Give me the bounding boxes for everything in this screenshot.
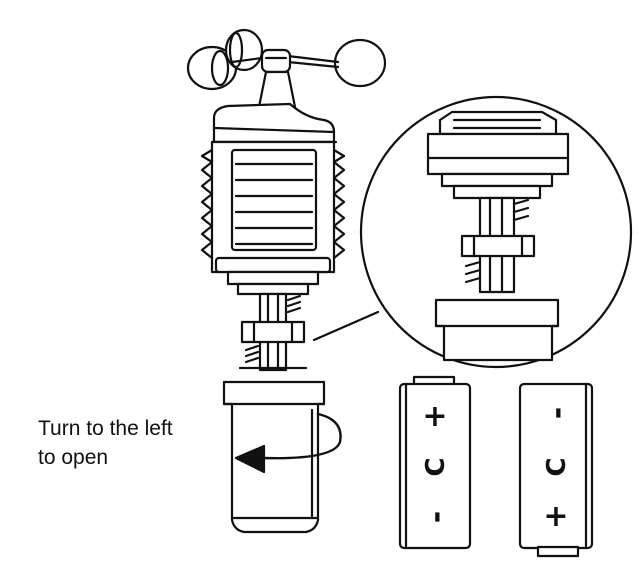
battery-left	[398, 375, 472, 550]
anemometer-cups	[186, 28, 387, 91]
rotate-left-arrow	[234, 412, 342, 474]
battery-right-middle-mark: C	[542, 457, 572, 476]
zoom-leader-line	[312, 310, 380, 342]
instruction-caption: Turn to the left to open	[38, 414, 238, 472]
battery-left-top-mark: +	[422, 399, 447, 434]
battery-right	[518, 382, 594, 558]
battery-right-bottom-mark: +	[543, 499, 568, 534]
radiation-shield	[200, 140, 346, 296]
sensor-top-cap	[210, 102, 338, 144]
battery-right-top-mark: -	[540, 407, 575, 419]
caption-line-1: Turn to the left	[38, 417, 173, 440]
battery-left-bottom-mark: -	[419, 511, 454, 523]
sensor-stem	[238, 292, 308, 372]
caption-line-2: to open	[38, 446, 109, 469]
magnified-view	[359, 95, 633, 369]
battery-left-middle-mark: C	[421, 457, 451, 476]
